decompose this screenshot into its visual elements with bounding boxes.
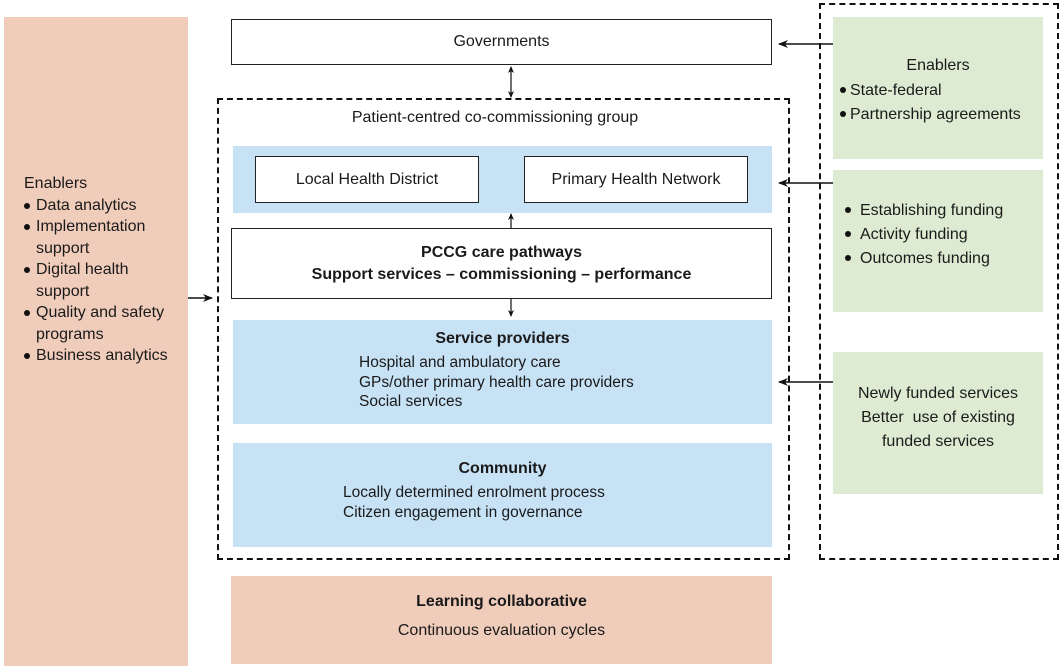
list-item: Outcomes funding [845,247,1003,271]
care-pathways-box: PCCG care pathways Support services – co… [231,228,772,299]
community-box: Community Locally determined enrolment p… [233,443,772,547]
funding-box: Establishing funding Activity funding Ou… [833,170,1043,312]
learning-collaborative-subtitle: Continuous evaluation cycles [397,622,606,639]
funded-services-text: Newly funded services Better use of exis… [833,382,1043,454]
learning-collaborative-title: Learning collaborative [416,593,587,610]
left-enablers-content: Enablers Data analytics Implementation s… [24,173,188,367]
list-item: Implementation support [24,216,176,259]
list-item: Citizen engagement in governance [343,503,583,521]
list-item: Partnership agreements [840,103,1021,127]
local-health-district-box: Local Health District [255,156,479,203]
community-list: Locally determined enrolment process Cit… [343,483,605,522]
funded-services-line: funded services [881,433,995,450]
primary-health-network-box: Primary Health Network [524,156,748,203]
pccg-group [217,98,790,560]
primary-health-network-label: Primary Health Network [551,170,721,188]
service-providers-title: Service providers [435,330,570,347]
list-item: GPs/other primary health care providers [359,373,634,391]
governments-label: Governments [453,33,550,50]
funding-list: Establishing funding Activity funding Ou… [845,199,1003,271]
list-item: Social services [359,393,463,410]
right-enablers-heading: Enablers [906,57,970,74]
funded-services-line: Better use of existing [861,409,1015,426]
service-providers-list: Hospital and ambulatory care GPs/other p… [359,353,634,412]
list-item: Digital health support [24,259,156,302]
list-item: State-federal [840,79,1021,103]
right-enablers-list: State-federal Partnership agreements [840,79,1021,127]
list-item: Business analytics [24,345,188,367]
care-pathways-title: PCCG care pathways [421,243,582,261]
left-enablers-heading: Enablers [24,175,88,192]
list-item: Quality and safety programs [24,302,176,345]
list-item: Locally determined enrolment process [343,484,605,501]
learning-collaborative-box: Learning collaborative Continuous evalua… [231,576,772,664]
community-title: Community [458,460,547,477]
funded-services-line: Newly funded services [857,385,1019,402]
list-item: Establishing funding [845,199,1003,223]
care-pathways-subtitle: Support services – commissioning – perfo… [311,265,692,283]
service-providers-box: Service providers Hospital and ambulator… [233,320,772,424]
local-health-district-label: Local Health District [295,170,439,188]
pccg-group-title: Patient-centred co-commissioning group [351,109,639,126]
list-item: Data analytics [24,195,188,217]
left-enablers-panel: Enablers Data analytics Implementation s… [4,17,188,666]
list-item: Activity funding [845,223,1003,247]
funded-services-box: Newly funded services Better use of exis… [833,352,1043,494]
right-panel [819,3,1059,560]
list-item: Hospital and ambulatory care [359,354,561,371]
right-enablers-box: Enablers State-federal Partnership agree… [833,17,1043,159]
left-enablers-list: Data analytics Implementation support Di… [24,195,188,367]
governments-box: Governments [231,19,772,65]
